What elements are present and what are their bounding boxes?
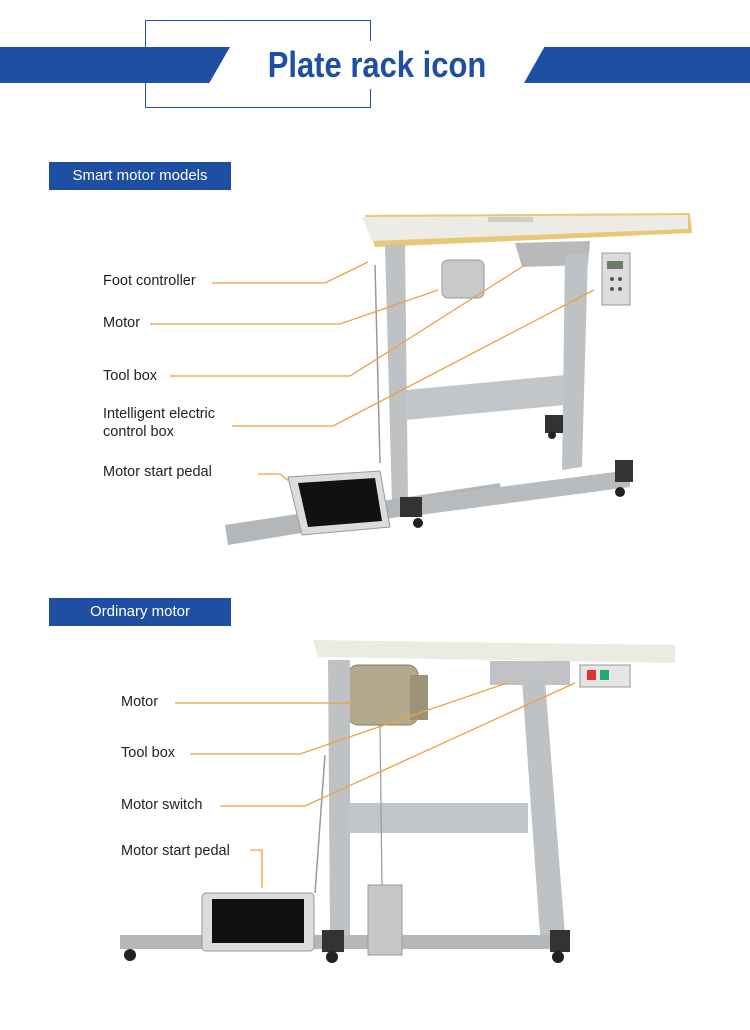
- section-label-smart-motor: Smart motor models: [49, 162, 231, 190]
- callout-tool-box: Tool box: [103, 368, 158, 384]
- callout-motor-2: Motor: [121, 694, 159, 710]
- callout-control-box-line2: control box: [103, 424, 174, 440]
- callout-foot-controller: Foot controller: [103, 273, 196, 289]
- section-label-ordinary-motor: Ordinary motor: [49, 598, 231, 626]
- ordinary-motor-table-illustration: [120, 640, 675, 963]
- header-bar-right: [524, 47, 750, 83]
- callout-motor: Motor: [103, 315, 141, 331]
- callout-control-box-line1: Intelligent electric: [103, 406, 216, 422]
- callout-motor-start-pedal-2: Motor start pedal: [121, 843, 230, 859]
- callout-motor-start-pedal: Motor start pedal: [103, 464, 212, 480]
- callout-motor-switch: Motor switch: [121, 797, 203, 813]
- header-bar-left: [0, 47, 230, 83]
- callout-tool-box-2: Tool box: [121, 745, 176, 761]
- smart-motor-table-illustration: [225, 213, 692, 545]
- page-title: Plate rack icon: [250, 41, 504, 89]
